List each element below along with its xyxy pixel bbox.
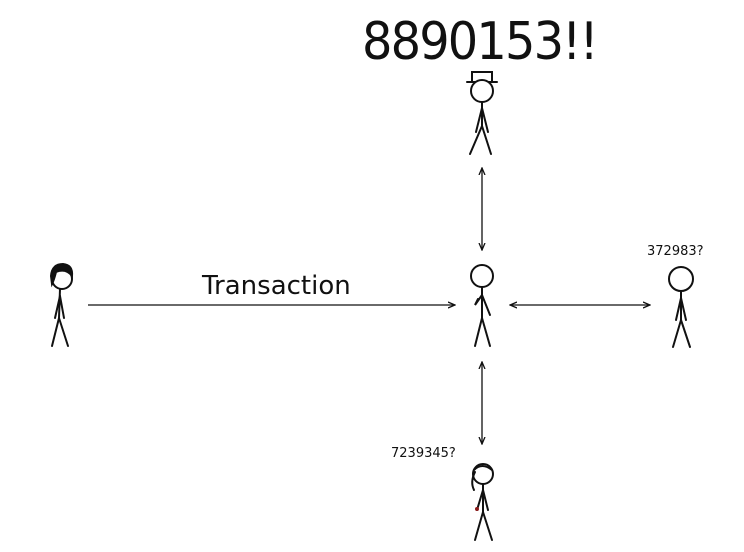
right-query-label: 372983?: [647, 244, 704, 259]
bottom-query-label: 7239345?: [391, 446, 456, 461]
top-figure: [466, 71, 498, 155]
transaction-label: Transaction: [202, 271, 351, 301]
center-figure: [470, 264, 494, 347]
sender-figure: [49, 262, 74, 347]
right-figure: [668, 266, 694, 348]
bottom-figure: [471, 463, 494, 541]
top-shout-label: 8890153!!: [362, 12, 599, 72]
